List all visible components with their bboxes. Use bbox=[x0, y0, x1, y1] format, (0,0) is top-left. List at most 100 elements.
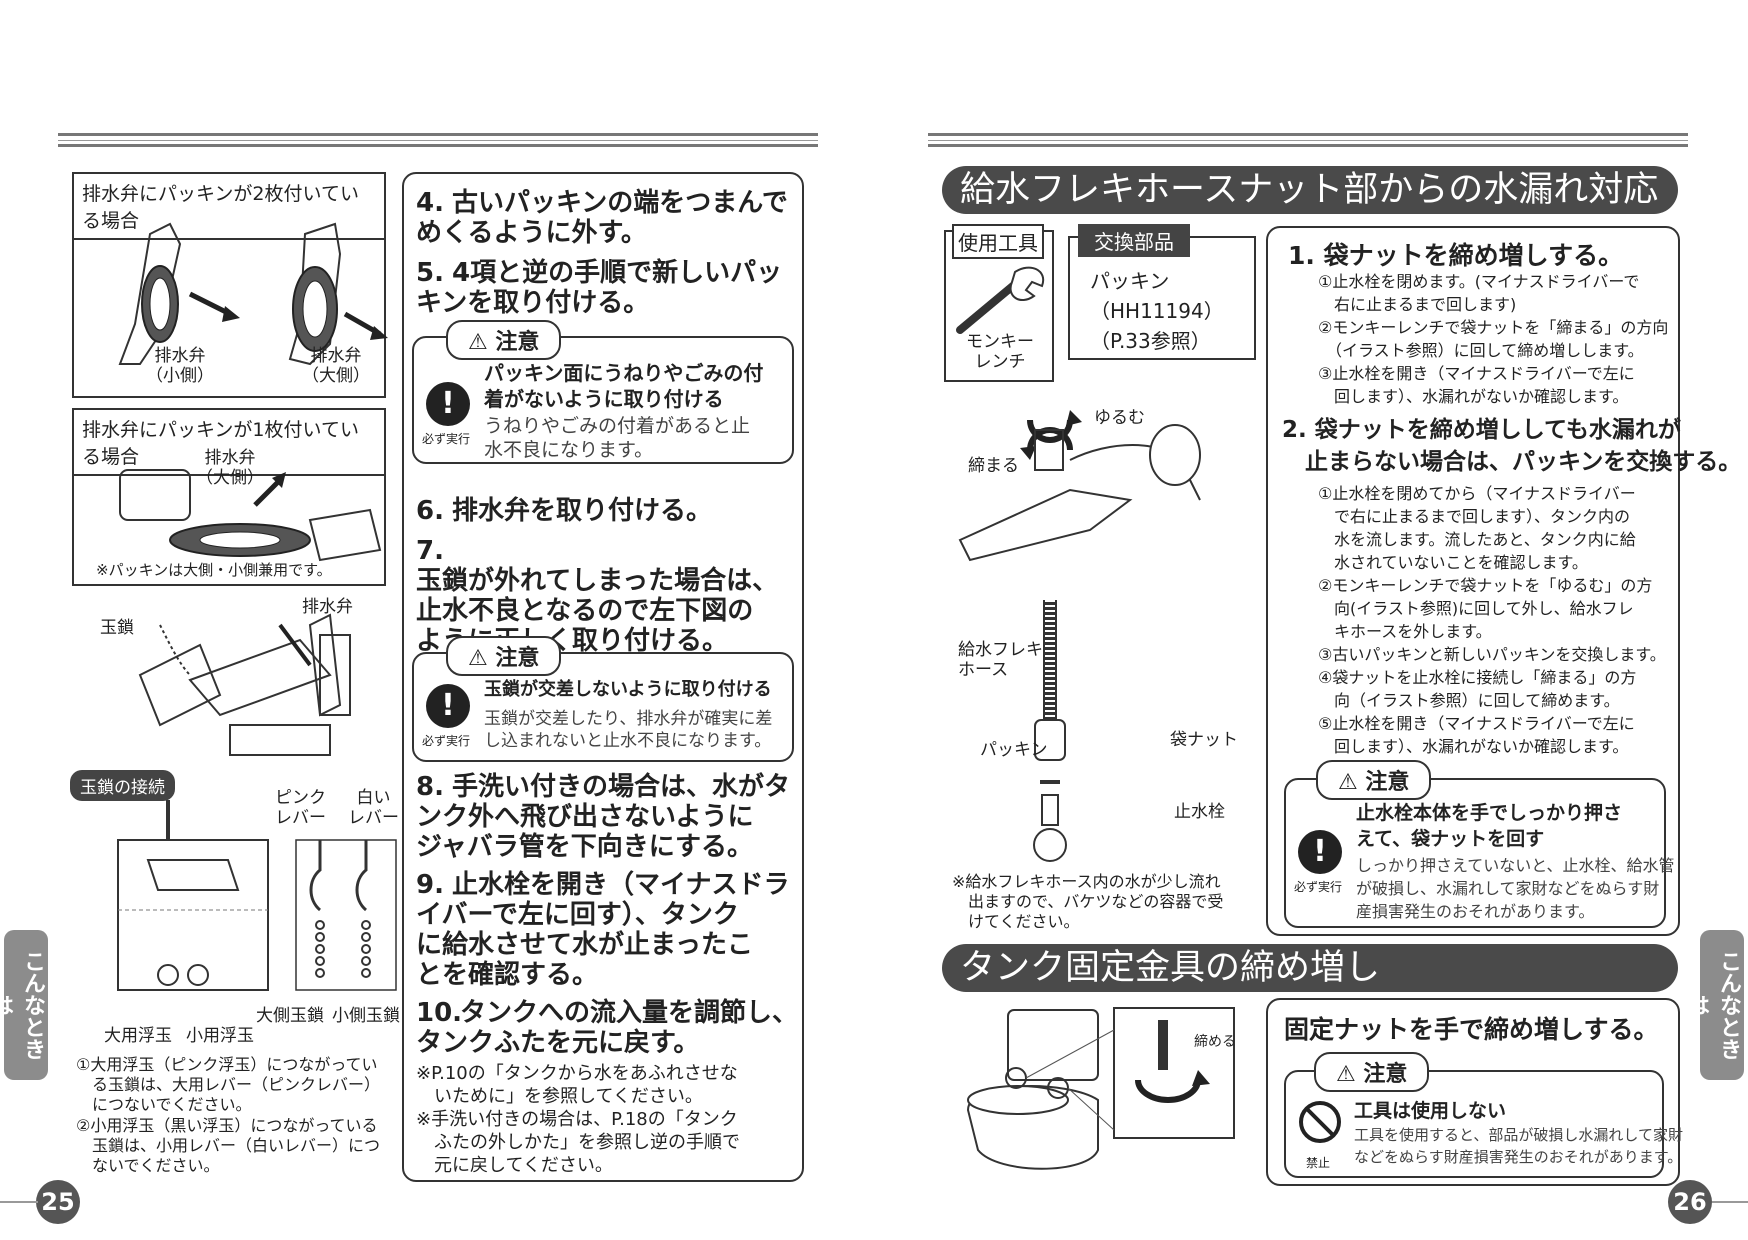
step-8-text: 手洗い付きの場合は、水がタ ンク外へ飛び出さないように ジャバラ管を下向きにする… bbox=[416, 772, 791, 862]
step-6: 6. 排水弁を取り付ける。 bbox=[416, 496, 796, 526]
loosen-label: ゆるむ bbox=[1094, 408, 1145, 428]
tank-chain-illustration bbox=[117, 800, 397, 991]
caution-1-body: うねりやごみの付着があると止 水不良になります。 bbox=[484, 415, 751, 461]
step-5-text: 4項と逆の手順で新しいパッ キンを取り付ける。 bbox=[416, 258, 783, 318]
section-title-tank: タンク固定金具の締め増し bbox=[942, 944, 1678, 992]
s1-item-2: ②モンキーレンチで袋ナットを「締まる」の方向 （イラスト参照）に回して締め増しし… bbox=[1318, 318, 1669, 360]
hose-nut-illustration bbox=[958, 410, 1201, 862]
hose-steps-panel: 1. 袋ナットを締め増しする。 ①止水栓を閉めます。(マイナスドライバーで 右に… bbox=[1266, 226, 1741, 936]
s2-item-3: ③古いパッキンと新しいパッキンを交換します。 bbox=[1318, 645, 1666, 664]
right-page-number: 26 bbox=[1668, 1180, 1712, 1224]
caution-2-tab: ⚠ 注意 bbox=[446, 636, 562, 676]
small-chain-label: 小側玉鎖 bbox=[332, 1006, 400, 1026]
monkey-wrench-icon bbox=[956, 266, 1045, 334]
one-packing-note: ※パッキンは大側・小側兼用です。 bbox=[96, 561, 332, 579]
step-6-num: 6. bbox=[416, 496, 444, 526]
chain-valve-illustration bbox=[138, 613, 351, 756]
stopcock-label: 止水栓 bbox=[1174, 802, 1225, 822]
mandatory-icon-3: ! bbox=[1298, 830, 1342, 874]
drain-valve-illustration-one bbox=[119, 469, 382, 562]
valve-label: 排水弁 bbox=[302, 597, 353, 617]
step-7-text: 玉鎖が外れてしまった場合は、 止水不良となるので左下図の ように正しく取り付ける… bbox=[416, 566, 779, 656]
left-page-line bbox=[0, 1201, 38, 1203]
one-packing-title: 排水弁にパッキンが1枚付いている場合 bbox=[74, 410, 384, 476]
right-top-rule bbox=[928, 133, 1688, 147]
s2-item-4: ④袋ナットを止水栓に接続し「締まる」の方 向（イラスト参照）に回して締めます。 bbox=[1318, 668, 1637, 710]
s2-title: 2. 袋ナットを締め増ししても水漏れが 止まらない場合は、パッキンを交換する。 bbox=[1282, 417, 1742, 475]
chain-label: 玉鎖 bbox=[100, 618, 134, 638]
white-lever-label: 白い レバー bbox=[348, 788, 399, 828]
step-7-num: 7. bbox=[416, 536, 444, 566]
mandatory-icon-2: ! bbox=[426, 684, 470, 728]
s2-item-1: ①止水栓を閉めてから（マイナスドライバー で右に止まるまで回します）、タンク内の… bbox=[1318, 484, 1636, 572]
s2-item-5: ⑤止水栓を開き（マイナスドライバーで左に 回します）、水漏れがないか確認します。 bbox=[1318, 714, 1635, 756]
left-top-rule bbox=[58, 133, 818, 147]
step-5-num: 5. bbox=[416, 258, 444, 288]
step-7: 7.玉鎖が外れてしまった場合は、 止水不良となるので左下図の ように正しく取り付… bbox=[416, 536, 796, 656]
hose-note: ※給水フレキホース内の水が少し流れ 出ますので、バケツなどの容器で受 けてくださ… bbox=[952, 872, 1224, 931]
prohibit-label: 禁止 bbox=[1306, 1156, 1331, 1170]
step-4-num: 4. bbox=[416, 188, 444, 218]
step-10-text: タンクへの流入量を調節し、 タンクふたを元に戻す。 bbox=[416, 998, 799, 1058]
prohibit-icon bbox=[1299, 1101, 1341, 1143]
step-10: 10.タンクへの流入量を調節し、 タンクふたを元に戻す。 bbox=[416, 998, 806, 1058]
caution-4-tab: ⚠ 注意 bbox=[1314, 1052, 1430, 1092]
steps-panel: 4.古いパッキンの端をつまんで めくるように外す。 5.4項と逆の手順で新しいパ… bbox=[402, 172, 804, 1182]
caution-3-tab: ⚠ 注意 bbox=[1316, 760, 1432, 800]
tank-steps-panel: 固定ナットを手で締め増しする。 禁止 工具は使用しない 工具を使用すると、部品が… bbox=[1266, 998, 1683, 1186]
s1-item-3: ③止水栓を開き（マイナスドライバーで左に 回します）、水漏れがないか確認します。 bbox=[1318, 364, 1635, 406]
s2-items: ①止水栓を閉めてから（マイナスドライバー で右に止まるまで回します）、タンク内の… bbox=[1318, 482, 1666, 758]
tool-name: モンキー レンチ bbox=[966, 332, 1034, 372]
right-page-line bbox=[1712, 1201, 1748, 1203]
large-chain-label: 大側玉鎖 bbox=[256, 1006, 324, 1026]
caution-3: ! 必ず実行 止水栓本体を手でしっかり押さ えて、袋ナットを回す しっかり押さえ… bbox=[1284, 778, 1675, 928]
step-4: 4.古いパッキンの端をつまんで めくるように外す。 bbox=[416, 188, 796, 248]
step-9-text: 止水栓を開き（マイナスドラ イバーで左に回す）、タンク に給水させて水が止まった… bbox=[416, 870, 790, 990]
s2-item-2: ②モンキーレンチで袋ナットを「ゆるむ」の方 向(イラスト参照)に回して外し、給水… bbox=[1318, 576, 1653, 641]
step-4-text: 古いパッキンの端をつまんで めくるように外す。 bbox=[416, 188, 788, 248]
tighten2-label: 締める bbox=[1194, 1034, 1236, 1050]
step-6-text: 排水弁を取り付ける。 bbox=[452, 496, 713, 526]
connection-note-1: ①大用浮玉（ピンク浮玉）につながってい る玉鎖は、大用レバー（ピンクレバー） に… bbox=[76, 1055, 381, 1114]
caution-3-body: しっかり押さえていないと、止水栓、給水管 が破損し、水漏れして家財などをぬらす財… bbox=[1356, 856, 1675, 921]
caution-1-bold: パッキン面にうねりやごみの付 着がないように取り付ける bbox=[484, 361, 764, 411]
caution-4-body: 工具を使用すると、部品が破損し水漏れして家財 などをぬらす財産損害発生のおそれが… bbox=[1354, 1126, 1683, 1166]
caution-3-bold: 止水栓本体を手でしっかり押さ えて、袋ナットを回す bbox=[1356, 802, 1623, 850]
caution-1-tab: ⚠ 注意 bbox=[446, 320, 562, 360]
parts-tab: 交換部品 bbox=[1078, 224, 1190, 257]
pink-lever-label: ピンク レバー bbox=[275, 788, 326, 828]
nut-label: 袋ナット bbox=[1170, 730, 1238, 750]
connection-note-2: ②小用浮玉（黒い浮玉）につながっている 玉鎖は、小用レバー（白いレバー）につ な… bbox=[76, 1116, 381, 1175]
large-float-label: 大用浮玉 bbox=[104, 1026, 172, 1046]
drain-valve-small-label: 排水弁 （小側） bbox=[146, 346, 214, 386]
drain-valve-large-label-2: 排水弁 （大側） bbox=[196, 448, 264, 488]
one-packing-box: 排水弁にパッキンが1枚付いている場合 排水弁 （大側） ※パッキンは大側・小側兼… bbox=[72, 408, 386, 586]
mandatory-label-2: 必ず実行 bbox=[422, 734, 471, 748]
right-side-tab[interactable]: こんなときは bbox=[1684, 930, 1744, 1080]
step-5: 5.4項と逆の手順で新しいパッ キンを取り付ける。 bbox=[416, 258, 796, 318]
caution-2-bold: 玉鎖が交差しないように取り付ける bbox=[484, 679, 772, 700]
packing-label: パッキン bbox=[980, 740, 1048, 760]
step-8-num: 8. bbox=[416, 772, 444, 802]
reference-note-2: ※手洗い付きの場合は、P.18の「タンク ふたの外しかた」を参照し逆の手順で 元… bbox=[416, 1109, 740, 1176]
step-9-num: 9. bbox=[416, 870, 444, 900]
step-8: 8.手洗い付きの場合は、水がタ ンク外へ飛び出さないように ジャバラ管を下向きに… bbox=[416, 772, 796, 862]
s1-title: 1. 袋ナットを締め増しする。 bbox=[1288, 241, 1624, 270]
mandatory-icon: ! bbox=[426, 382, 470, 426]
tool-tab: 使用工具 bbox=[952, 224, 1044, 259]
two-packing-box: 排水弁にパッキンが2枚付いている場合 排水弁 （小側） 排水弁 （大側） bbox=[72, 172, 388, 398]
mandatory-label: 必ず実行 bbox=[422, 432, 471, 446]
toilet-illustration bbox=[966, 1007, 1235, 1170]
section-title-hose: 給水フレキホースナット部からの水漏れ対応 bbox=[942, 166, 1678, 214]
parts-text: パッキン （HH11194） （P.33参照） bbox=[1090, 269, 1224, 353]
tighten-label: 締まる bbox=[968, 456, 1019, 476]
hose-label: 給水フレキ ホース bbox=[958, 640, 1043, 680]
caution-2-body: 玉鎖が交差したり、排水弁が確実に差 し込まれないと止水不良になります。 bbox=[484, 709, 773, 751]
s3-title: 固定ナットを手で締め増しする。 bbox=[1284, 1015, 1659, 1044]
left-page-number: 25 bbox=[36, 1180, 80, 1224]
left-side-tab[interactable]: こんなときは bbox=[0, 930, 48, 1080]
s1-items: ①止水栓を閉めます。(マイナスドライバーで 右に止まるまで回します) ②モンキー… bbox=[1318, 270, 1668, 408]
connection-tag: 玉鎖の接続 bbox=[70, 770, 175, 801]
step-10-num: 10. bbox=[416, 998, 463, 1028]
reference-note-1: ※P.10の「タンクから水をあふれさせな いために」を参照してください。 bbox=[416, 1063, 738, 1107]
